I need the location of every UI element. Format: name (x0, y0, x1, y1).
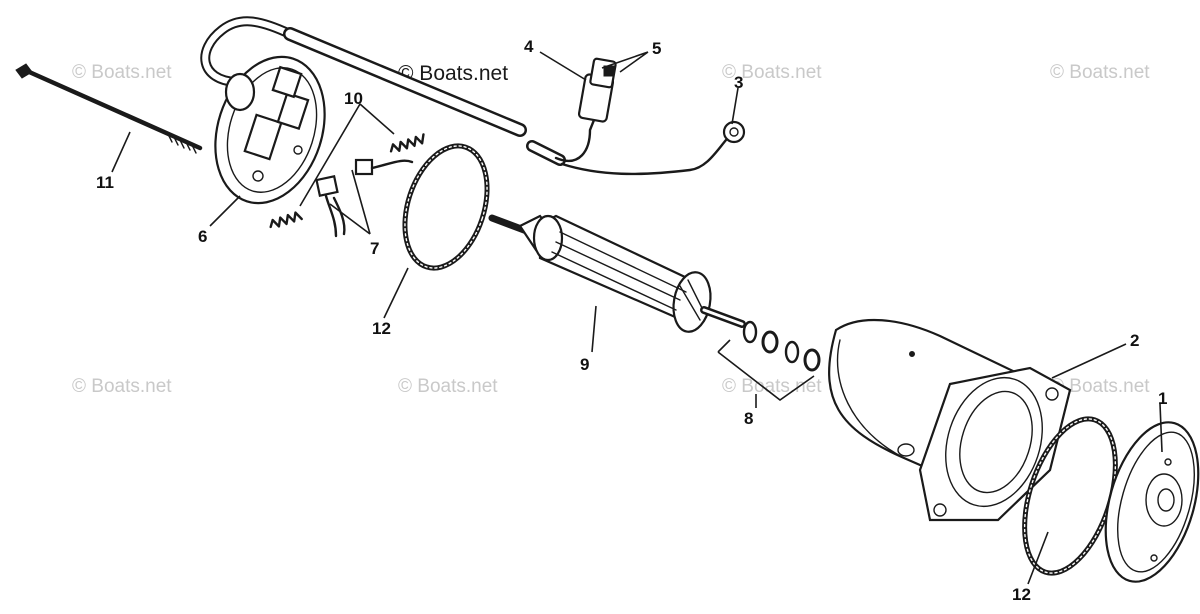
part-through-bolt (15, 63, 203, 154)
leader-11 (111, 131, 131, 173)
callout-2: 2 (1130, 331, 1139, 350)
leader-4 (539, 51, 587, 81)
callout-5: 5 (652, 39, 661, 58)
part-wire-harness (526, 57, 746, 176)
watermark-layer: © Boats.net © Boats.net © Boats.net © Bo… (72, 62, 1150, 397)
callout-10: 10 (344, 89, 363, 108)
part-o-ring-left (402, 143, 490, 271)
watermark-main: © Boats.net (398, 62, 508, 85)
callout-8: 8 (744, 409, 753, 428)
part-washers (717, 320, 821, 401)
part-armature (488, 214, 746, 333)
part-end-cap (200, 16, 527, 205)
part-end-plate (1104, 421, 1200, 583)
leader-5 (601, 51, 649, 73)
leader-2 (1051, 343, 1127, 379)
leader-12a (383, 267, 409, 319)
leader-12b (1027, 531, 1049, 585)
callout-4: 4 (524, 37, 534, 56)
part-springs (269, 133, 425, 229)
callout-3: 3 (734, 73, 743, 92)
watermark-mid-right: © Boats.net (722, 376, 822, 397)
callout-9: 9 (580, 355, 589, 374)
watermark-far-right: © Boats.net (1050, 376, 1150, 397)
leader-lines (111, 51, 1163, 585)
watermark-top-left: © Boats.net (72, 62, 172, 83)
leader-9 (591, 305, 597, 353)
callout-labels: 1 2 3 4 5 6 7 8 9 10 11 12 12 (96, 37, 1167, 604)
callout-6: 6 (198, 227, 207, 246)
leader-1 (1159, 403, 1163, 453)
callout-11: 11 (96, 173, 114, 192)
callout-1: 1 (1158, 389, 1167, 408)
watermark-top-center: © Boats.net (722, 62, 822, 83)
callout-12-left: 12 (372, 319, 391, 338)
leader-6 (209, 195, 241, 227)
watermark-mid-left: © Boats.net (72, 376, 172, 397)
watermark-top-right: © Boats.net (1050, 62, 1150, 83)
callout-12-right: 12 (1012, 585, 1031, 604)
part-motor-housing (828, 318, 1072, 522)
leader-3 (731, 87, 739, 125)
leader-7 (329, 169, 371, 235)
part-brushes (315, 158, 414, 238)
callout-7: 7 (370, 239, 379, 258)
leader-10 (299, 103, 395, 207)
watermark-mid-center: © Boats.net (398, 376, 498, 397)
